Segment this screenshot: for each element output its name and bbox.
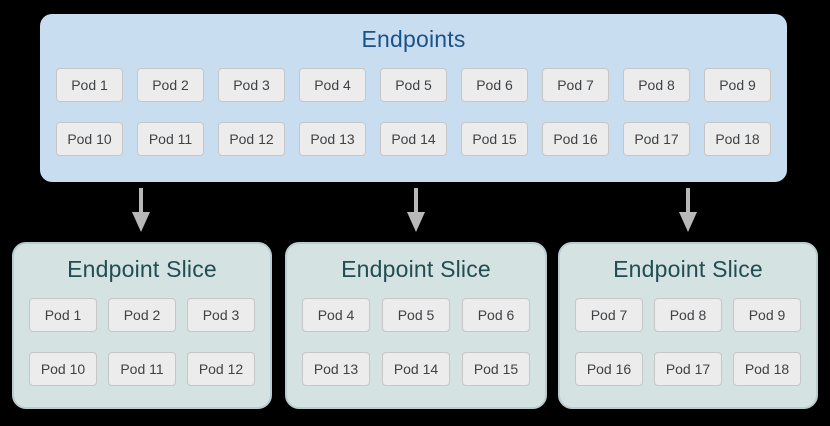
pod-box: Pod 15: [461, 122, 528, 156]
pod-box: Pod 4: [302, 298, 370, 332]
pod-box: Pod 11: [108, 352, 176, 386]
arrow-stem: [414, 188, 418, 212]
pod-box: Pod 1: [56, 68, 123, 102]
pod-box: Pod 16: [575, 352, 643, 386]
pod-box: Pod 2: [137, 68, 204, 102]
arrow-down-icon: [407, 188, 425, 232]
pod-box: Pod 17: [623, 122, 690, 156]
endpoints-box: Endpoints Pod 1 Pod 2 Pod 3 Pod 4 Pod 5 …: [40, 14, 787, 182]
pod-box: Pod 10: [29, 352, 97, 386]
pod-box: Pod 14: [382, 352, 450, 386]
arrow-head: [407, 212, 425, 232]
pod-box: Pod 7: [575, 298, 643, 332]
slice-1-pod-row-2: Pod 10 Pod 11 Pod 12: [14, 352, 270, 386]
pod-box: Pod 1: [29, 298, 97, 332]
pod-box: Pod 6: [461, 68, 528, 102]
pod-box: Pod 12: [187, 352, 255, 386]
arrow-head: [132, 212, 150, 232]
endpoints-title: Endpoints: [361, 26, 466, 52]
endpoint-slice-box-1: Endpoint Slice Pod 1 Pod 2 Pod 3 Pod 10 …: [12, 242, 272, 409]
pod-box: Pod 5: [380, 68, 447, 102]
endpoint-slice-box-2: Endpoint Slice Pod 4 Pod 5 Pod 6 Pod 13 …: [285, 242, 547, 409]
pod-box: Pod 7: [542, 68, 609, 102]
pod-box: Pod 9: [733, 298, 801, 332]
pod-box: Pod 15: [462, 352, 530, 386]
pod-box: Pod 11: [137, 122, 204, 156]
endpoint-slice-title: Endpoint Slice: [67, 256, 217, 282]
pod-box: Pod 2: [108, 298, 176, 332]
pod-box: Pod 18: [704, 122, 771, 156]
pod-box: Pod 13: [302, 352, 370, 386]
endpoints-pod-row-2: Pod 10 Pod 11 Pod 12 Pod 13 Pod 14 Pod 1…: [40, 122, 787, 156]
arrow-head: [679, 212, 697, 232]
pod-box: Pod 12: [218, 122, 285, 156]
pod-box: Pod 9: [704, 68, 771, 102]
endpoint-slice-title: Endpoint Slice: [341, 256, 491, 282]
pod-box: Pod 6: [462, 298, 530, 332]
pod-box: Pod 3: [218, 68, 285, 102]
arrow-down-icon: [132, 188, 150, 232]
slice-3-pod-row-2: Pod 16 Pod 17 Pod 18: [560, 352, 816, 386]
endpoint-slice-title: Endpoint Slice: [613, 256, 763, 282]
slice-3-pod-row-1: Pod 7 Pod 8 Pod 9: [560, 298, 816, 332]
slice-2-pod-row-2: Pod 13 Pod 14 Pod 15: [287, 352, 545, 386]
pod-box: Pod 5: [382, 298, 450, 332]
pod-box: Pod 18: [733, 352, 801, 386]
arrow-stem: [139, 188, 143, 212]
pod-box: Pod 13: [299, 122, 366, 156]
arrow-stem: [686, 188, 690, 212]
slice-2-pod-row-1: Pod 4 Pod 5 Pod 6: [287, 298, 545, 332]
pod-box: Pod 4: [299, 68, 366, 102]
pod-box: Pod 3: [187, 298, 255, 332]
arrow-down-icon: [679, 188, 697, 232]
pod-box: Pod 8: [654, 298, 722, 332]
endpoints-pod-row-1: Pod 1 Pod 2 Pod 3 Pod 4 Pod 5 Pod 6 Pod …: [40, 68, 787, 102]
endpoint-slice-box-3: Endpoint Slice Pod 7 Pod 8 Pod 9 Pod 16 …: [558, 242, 818, 409]
pod-box: Pod 16: [542, 122, 609, 156]
pod-box: Pod 8: [623, 68, 690, 102]
slice-1-pod-row-1: Pod 1 Pod 2 Pod 3: [14, 298, 270, 332]
pod-box: Pod 17: [654, 352, 722, 386]
pod-box: Pod 14: [380, 122, 447, 156]
pod-box: Pod 10: [56, 122, 123, 156]
